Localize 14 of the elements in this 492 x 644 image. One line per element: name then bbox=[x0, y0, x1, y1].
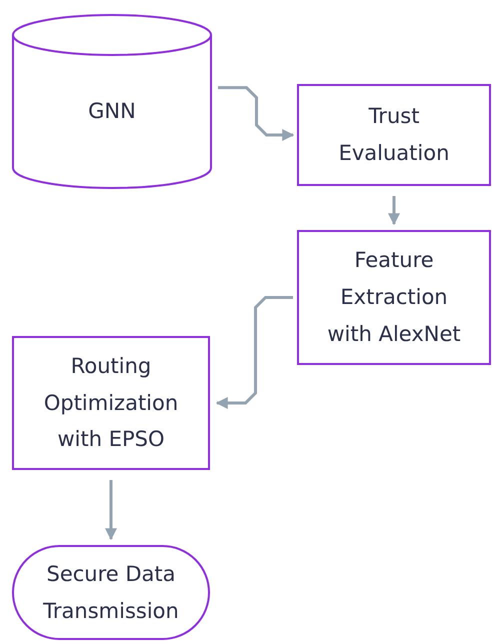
process-box bbox=[297, 84, 491, 186]
arrow bbox=[388, 196, 400, 226]
arrow bbox=[105, 480, 117, 540]
database-cylinder bbox=[12, 15, 212, 188]
node-label: Secure Data Transmission bbox=[42, 560, 180, 624]
terminal-rounded-box bbox=[12, 545, 210, 640]
node-label: GNN bbox=[87, 98, 137, 126]
node-label: Trust Evaluation bbox=[338, 103, 450, 167]
process-box bbox=[12, 336, 210, 470]
arrow bbox=[216, 296, 293, 409]
node-label: Routing Optimization with EPSO bbox=[42, 352, 180, 454]
node-label: Feature Extraction with AlexNet bbox=[326, 247, 462, 348]
arrow bbox=[218, 86, 294, 141]
process-box bbox=[297, 230, 491, 365]
